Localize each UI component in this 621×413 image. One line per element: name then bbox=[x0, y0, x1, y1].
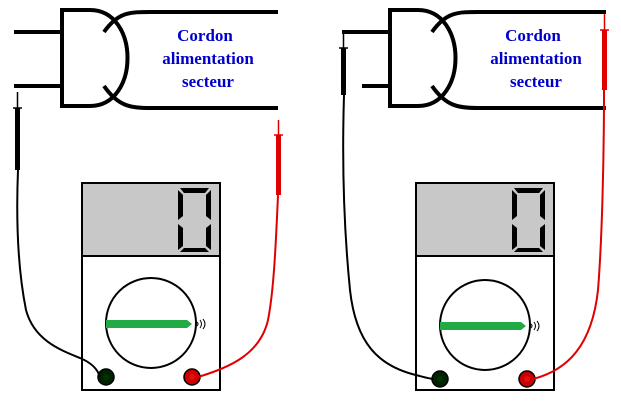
red-probe-handle-left bbox=[276, 135, 281, 195]
com-jack-hole-left bbox=[103, 374, 109, 380]
segment-a bbox=[180, 188, 209, 193]
segment-f bbox=[512, 190, 517, 220]
selector-pointer-left bbox=[106, 320, 192, 328]
plug-body-right bbox=[388, 8, 458, 108]
panel-right: Cordon alimentation secteur bbox=[339, 8, 609, 391]
cord-label-line3-right: secteur bbox=[510, 72, 562, 91]
segment-d bbox=[514, 248, 543, 252]
continuity-beeper-icon bbox=[196, 318, 206, 330]
segment-a bbox=[514, 188, 543, 193]
multimeter-left bbox=[81, 182, 221, 391]
red-probe-handle-right bbox=[602, 30, 607, 90]
power-plug-right bbox=[342, 8, 606, 110]
cord-label-line1-right: Cordon bbox=[505, 26, 561, 45]
lcd-display-left bbox=[81, 182, 221, 257]
multimeter-right bbox=[415, 182, 555, 391]
red-probe-lead-left bbox=[197, 194, 279, 378]
power-cord-left bbox=[102, 10, 278, 110]
v-ohm-jack-hole-right bbox=[524, 376, 530, 382]
black-probe-lead-left bbox=[16, 169, 101, 378]
black-probe-right[interactable] bbox=[339, 33, 435, 380]
black-probe-handle-right bbox=[341, 48, 346, 95]
panel-left: Cordon alimentation secteur bbox=[13, 8, 283, 391]
lcd-display-right bbox=[415, 182, 555, 257]
segment-c bbox=[206, 224, 211, 250]
segment-e bbox=[512, 224, 517, 250]
cord-label-line3-left: secteur bbox=[182, 72, 234, 91]
power-cord-right bbox=[430, 10, 606, 110]
black-probe-lead-right bbox=[342, 94, 435, 380]
segment-f bbox=[178, 190, 183, 220]
segment-b bbox=[206, 190, 211, 220]
lcd-digit-left bbox=[178, 188, 211, 252]
v-ohm-jack-hole-left bbox=[189, 374, 195, 380]
red-probe-lead-right bbox=[532, 89, 605, 380]
cord-label-line2-right: alimentation bbox=[490, 49, 582, 68]
power-plug-left bbox=[14, 8, 278, 110]
com-jack-hole-right bbox=[437, 376, 443, 382]
red-probe-right[interactable] bbox=[532, 14, 609, 380]
lcd-digit-right bbox=[512, 188, 545, 252]
segment-e bbox=[178, 224, 183, 250]
black-probe-left[interactable] bbox=[13, 92, 101, 378]
segment-d bbox=[180, 248, 209, 252]
continuity-beeper-icon bbox=[530, 320, 540, 332]
selector-pointer-right bbox=[440, 322, 526, 330]
segment-c bbox=[540, 224, 545, 250]
cord-label-line1-left: Cordon bbox=[177, 26, 233, 45]
red-probe-left[interactable] bbox=[197, 120, 283, 378]
black-probe-handle-left bbox=[15, 108, 20, 170]
plug-body-left bbox=[60, 8, 130, 108]
segment-b bbox=[540, 190, 545, 220]
cord-label-line2-left: alimentation bbox=[162, 49, 254, 68]
